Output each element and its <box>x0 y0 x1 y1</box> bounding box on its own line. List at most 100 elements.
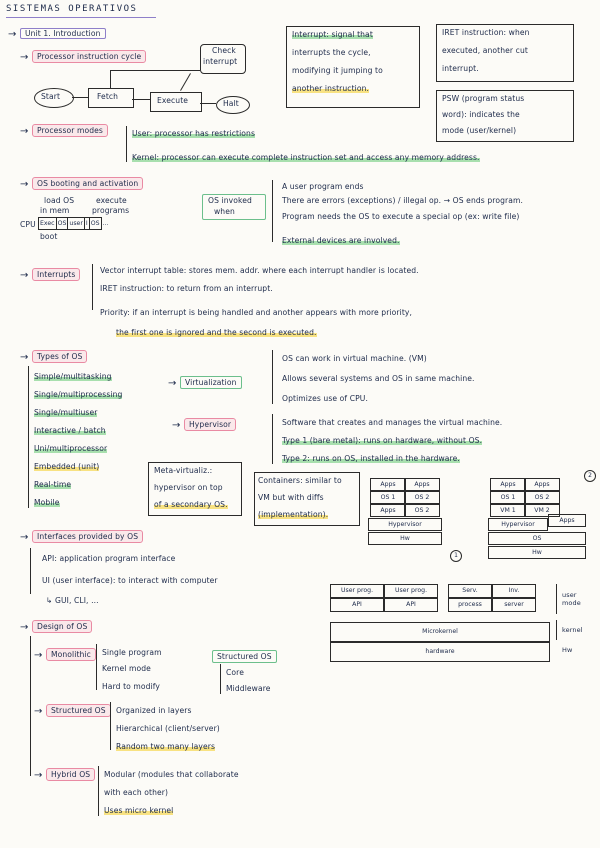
arrow-right-icon: → <box>172 420 181 431</box>
d1-apps2: Apps <box>370 504 406 517</box>
layer-kernel: kernel <box>562 626 583 634</box>
brace-line <box>28 366 29 508</box>
interrupt-note-line: Interrupt: signal that <box>292 30 373 39</box>
brace-line <box>272 414 273 464</box>
intr-line: Vector interrupt table: stores mem. addr… <box>100 266 419 275</box>
type-item: Single/multiprocessing <box>34 390 123 399</box>
arrow-right-icon: → <box>34 770 43 781</box>
hyp-line: Type 1 (bare metal): runs on hardware, w… <box>282 436 483 445</box>
type-item: Embedded (unit) <box>34 462 100 471</box>
layer-hardware: hardware <box>330 642 550 662</box>
arrow-right-icon: → <box>20 179 29 190</box>
unit-heading: Unit 1. Introduction <box>20 28 106 40</box>
d2-apps: Apps <box>524 478 560 491</box>
virtualization-heading: Virtualization <box>180 376 242 390</box>
arrow-right-icon: → <box>168 378 177 389</box>
check-label-1: Check <box>212 46 236 55</box>
arrow-right-icon: → <box>20 52 29 63</box>
d2-os: OS 2 <box>524 491 560 504</box>
layered-item: Hierarchical (client/server) <box>116 724 220 733</box>
intr-line: Priority: if an interrupt is being handl… <box>100 308 413 317</box>
boot-item: There are errors (exceptions) / illegal … <box>282 196 523 205</box>
d1-os: OS 2 <box>404 491 440 504</box>
arrow-line <box>72 97 88 98</box>
type-item: Real-time <box>34 480 72 489</box>
halt-node <box>216 96 250 114</box>
execute-label: Execute <box>157 96 189 105</box>
timeline-cell: ... <box>102 220 109 227</box>
layer-hw: Hw <box>562 646 573 654</box>
struct-item: Middleware <box>226 684 271 693</box>
d1-apps: Apps <box>370 478 406 491</box>
intr-line: the first one is ignored and the second … <box>116 328 317 337</box>
os-invoked-box <box>202 194 266 220</box>
arrow-line <box>180 73 191 91</box>
virt-line: OS can work in virtual machine. (VM) <box>282 354 427 363</box>
brace-line <box>110 702 111 750</box>
brace-line <box>98 766 99 816</box>
iret-note-line: IRET instruction: when <box>442 28 530 37</box>
struct-item: Core <box>226 668 244 677</box>
iret-note-box <box>436 24 574 82</box>
hyp-line: Software that creates and manages the vi… <box>282 418 503 427</box>
hypervisor-heading: Hypervisor <box>184 418 237 432</box>
layered-item: Organized in layers <box>116 706 192 715</box>
brace-line <box>126 126 127 162</box>
layer-inv: Inv. <box>492 584 536 598</box>
boot-item: External devices are involved. <box>282 236 400 245</box>
brace-line <box>556 620 557 640</box>
psw-note-line: mode (user/kernel) <box>442 126 517 135</box>
boot-heading: OS booting and activation <box>32 177 144 191</box>
fetch-label: Fetch <box>97 92 119 101</box>
meta-virt-line: hypervisor on top <box>154 483 223 492</box>
psw-note-line: PSW (program status <box>442 94 525 103</box>
arrow-right-icon: → <box>20 622 29 633</box>
psw-note-line: word): indicates the <box>442 110 520 119</box>
meta-virt-line: Meta-virtualiz.: <box>154 466 213 475</box>
containers-line: (implementation). <box>258 510 329 519</box>
mono-item: Single program <box>102 648 162 657</box>
hybrid-heading: Hybrid OS <box>46 768 96 782</box>
type-item: Interactive / batch <box>34 426 106 435</box>
d2-os: OS 1 <box>490 491 526 504</box>
iret-note-line: interrupt. <box>442 64 479 73</box>
d1-apps2: OS 2 <box>404 504 440 517</box>
arrow-right-icon: → <box>34 706 43 717</box>
brace-line <box>96 644 97 690</box>
brace-line <box>220 664 221 694</box>
d1-apps: Apps <box>404 478 440 491</box>
brace-line <box>30 548 31 594</box>
intr-line: IRET instruction: to return from an inte… <box>100 284 273 293</box>
type-item: Mobile <box>34 498 60 507</box>
page-title: SISTEMAS OPERATIVOS <box>6 4 138 14</box>
pm-kernel: Kernel: processor can execute complete i… <box>132 153 480 162</box>
brace-line <box>272 350 273 404</box>
interrupt-note-line: interrupts the cycle, <box>292 48 371 57</box>
d1-os: OS 1 <box>370 491 406 504</box>
interrupt-note-line: another instruction. <box>292 84 370 93</box>
iface-ui2: ↳ GUI, CLI, ... <box>46 596 99 605</box>
boot-timeline: Exec OS user I OS ... <box>38 217 109 230</box>
halt-label: Halt <box>223 99 239 108</box>
arrow-line <box>200 103 216 104</box>
boot-load-os: load OS <box>44 196 75 205</box>
interrupt-note-line: modifying it jumping to <box>292 66 383 75</box>
layered-heading: Structured OS <box>46 704 111 718</box>
arrow-right-icon: → <box>20 126 29 137</box>
arrow-right-icon: → <box>34 650 43 661</box>
d2-hw: Hw <box>488 546 586 559</box>
d2-number: 2 <box>584 470 596 482</box>
check-label-2: interrupt <box>203 57 238 66</box>
d2-apps: Apps <box>490 478 526 491</box>
mono-item: Kernel mode <box>102 664 151 673</box>
start-label: Start <box>41 92 61 101</box>
title-underline <box>6 17 156 18</box>
monolithic-heading: Monolithic <box>46 648 96 662</box>
os-invoked-when: when <box>214 207 235 216</box>
brace-line <box>92 264 93 310</box>
d2-hypervisor: Hypervisor <box>488 518 548 531</box>
check-interrupt-node <box>200 44 246 74</box>
os-invoked: OS invoked <box>208 196 252 205</box>
iface-ui: UI (user interface): to interact with co… <box>42 576 218 585</box>
arrow-right-icon: → <box>20 270 29 281</box>
